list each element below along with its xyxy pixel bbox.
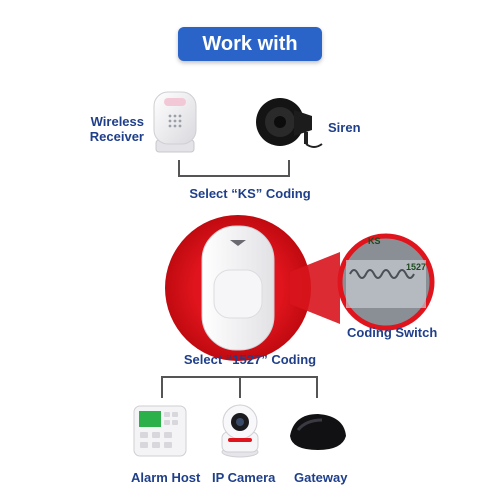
coding-switch-label: Coding Switch	[347, 325, 438, 340]
siren-image	[254, 92, 326, 154]
ks-coding-caption: Select “KS” Coding	[189, 186, 311, 201]
pir-sensor-image	[150, 212, 470, 362]
work-with-badge: Work with	[178, 27, 322, 61]
1527-coding-caption: Select “1527” Coding	[183, 352, 317, 367]
gateway-image	[284, 408, 350, 456]
wireless-receiver-label-line1: Wireless	[90, 114, 144, 129]
gateway-label: Gateway	[294, 470, 348, 485]
1527-switch-mark: 1527	[406, 262, 427, 272]
top-bracket-left-drop	[178, 160, 180, 176]
bottom-bracket-right-drop	[316, 376, 318, 398]
wireless-receiver-label: Wireless Receiver	[84, 114, 144, 144]
bottom-bracket-left-drop	[161, 376, 163, 398]
top-bracket-right-drop	[288, 160, 290, 176]
siren-label: Siren	[328, 120, 361, 135]
top-bracket-bar	[178, 175, 290, 177]
ks-switch-mark: KS	[368, 236, 381, 246]
wireless-receiver-label-line2: Receiver	[89, 129, 144, 144]
bottom-bracket-mid-drop	[239, 376, 241, 398]
alarm-host-image	[130, 402, 194, 460]
ip-camera-label: IP Camera	[212, 470, 276, 485]
alarm-host-label: Alarm Host	[131, 470, 201, 485]
wireless-receiver-image	[150, 88, 200, 156]
ip-camera-image	[212, 402, 268, 460]
